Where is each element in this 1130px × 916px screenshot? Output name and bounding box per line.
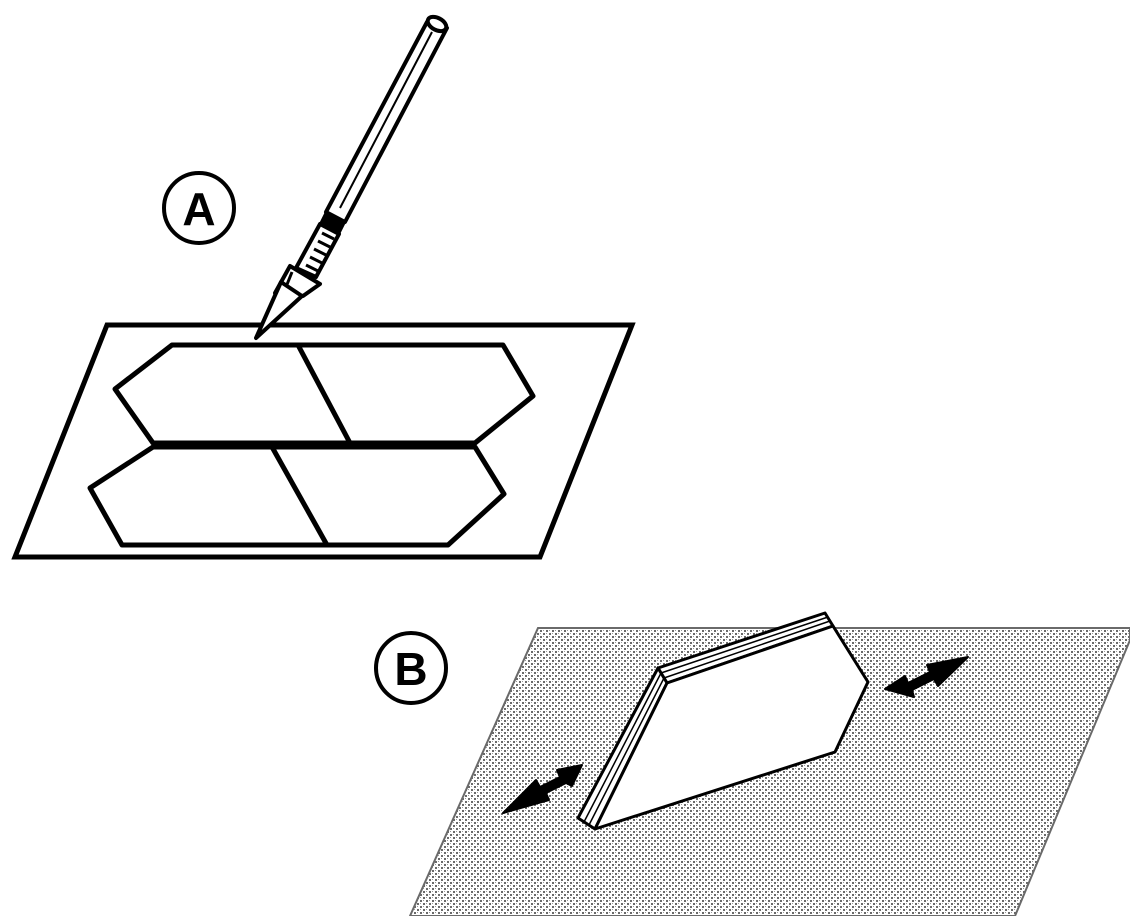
- step-b-circle: [374, 631, 448, 705]
- step-b-label: B: [394, 643, 427, 695]
- step-a: A: [11, 14, 636, 560]
- top-hexagon-outline: [112, 342, 536, 446]
- knife-handle: [324, 20, 449, 224]
- hexagon-pattern: [87, 342, 536, 548]
- craft-knife-icon: [254, 14, 449, 340]
- arrow-right-icon: [884, 656, 969, 698]
- stack-front-face: [593, 624, 870, 831]
- knife-blade: [254, 280, 304, 340]
- bottom-hexagon-fold-line: [269, 445, 330, 547]
- step-a-circle: [162, 171, 236, 245]
- top-hexagon-fold-line: [295, 343, 353, 445]
- step-a-label: A: [182, 183, 215, 235]
- movement-arrows: [502, 656, 969, 814]
- stacked-hexagon-pieces: [576, 611, 870, 831]
- step-b: B: [374, 611, 1130, 916]
- arrow-left-icon: [502, 764, 583, 814]
- step-a-label-badge: A: [162, 171, 236, 245]
- step-b-label-badge: B: [374, 631, 448, 705]
- bottom-hexagon-outline: [87, 444, 507, 548]
